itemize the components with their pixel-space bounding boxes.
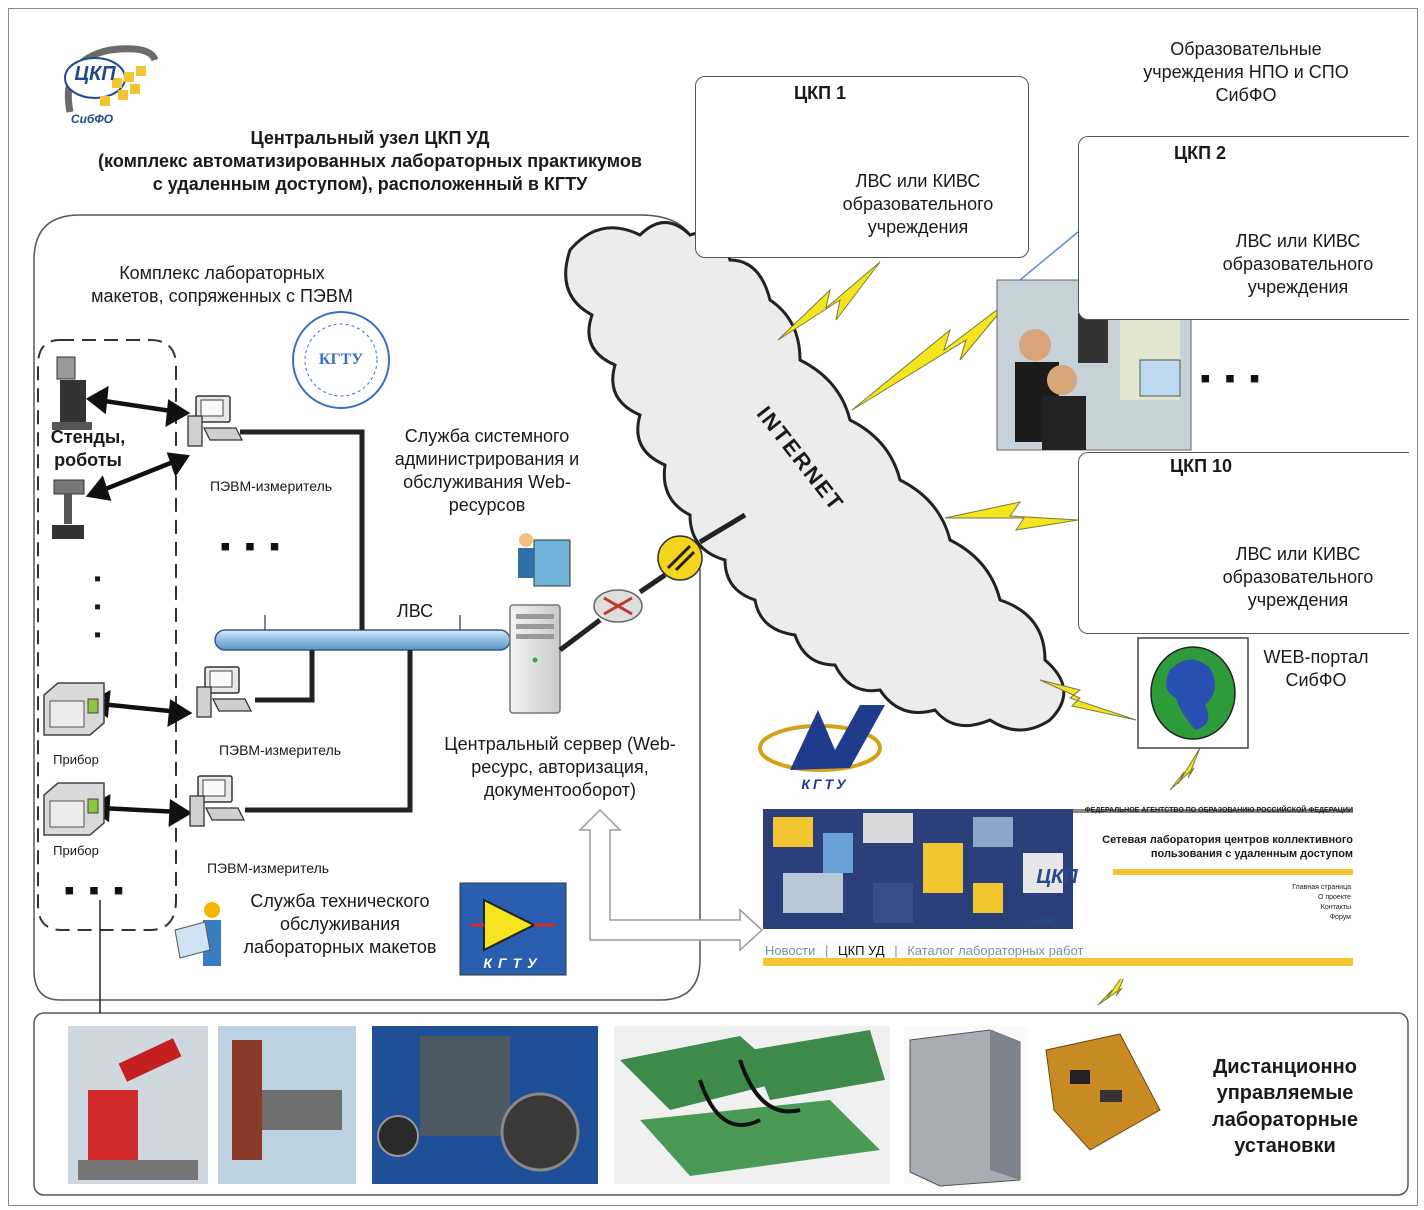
pc3-label: ПЭВМ-измеритель <box>206 860 330 876</box>
bottom-installations-container <box>33 1012 1409 1196</box>
drives-photo <box>372 1026 598 1184</box>
ckp10-desc: ЛВС или КИВС образовательного учреждения <box>1222 544 1374 611</box>
bottom-installations-label: Дистанционно управляемые лабораторные ус… <box>1212 1056 1358 1158</box>
pc2-label: ПЭВМ-измеритель <box>218 742 342 758</box>
portal-banner-title: Сетевая лаборатория центров коллективног… <box>1102 834 1353 861</box>
cnc-machine-photo <box>218 1026 356 1184</box>
devices-ellipsis: ▪▪▪ <box>64 874 138 907</box>
portal-nav-catalog[interactable]: Каталог лабораторных работ <box>907 943 1084 958</box>
ckp-logo-text: ЦКП <box>74 63 116 85</box>
device1-label: Прибор <box>53 752 99 767</box>
lan-link-pc1 <box>240 429 365 630</box>
stand-machine-icon <box>52 356 92 430</box>
robot-photo <box>68 1026 208 1184</box>
lan-link-pc2 <box>255 650 315 703</box>
ckp1-desc: ЛВС или КИВС образовательного учреждения <box>842 171 994 238</box>
portal-nav: Новости | ЦКП УД | Каталог лабораторных … <box>765 943 1084 958</box>
lan-link-pc3 <box>245 650 413 813</box>
kgtu-seal-text: КГТУ <box>318 351 364 368</box>
ckp2-desc: ЛВС или КИВС образовательного учреждения <box>1222 231 1374 298</box>
portal-menu-contacts[interactable]: Контакты <box>1320 904 1351 912</box>
pc1-label: ПЭВМ-измеритель <box>210 478 333 494</box>
cabinet-photo <box>904 1026 1028 1187</box>
web-portal-banner: ФЕДЕРАЛЬНОЕ АГЕНТСТВО ПО ОБРАЗОВАНИЮ РОС… <box>763 803 1353 979</box>
ckp2-title: ЦКП 2 <box>1173 143 1227 163</box>
lan-label: ЛВС <box>396 601 434 621</box>
boards-photo <box>614 1026 890 1184</box>
web-portal-label: WEB-портал СибФО <box>1263 647 1369 691</box>
stands-dashed-group <box>37 339 177 931</box>
ckp1-box <box>695 76 1029 258</box>
portal-nav-ckp[interactable]: ЦКП УД <box>837 943 885 958</box>
sysadmin-label: Служба системного администрирования и об… <box>394 426 580 516</box>
institutions-header: Образовательные учреждения НПО и СПО Сиб… <box>1143 39 1349 106</box>
server-label: Центральный сервер (Web- ресурс, авториз… <box>444 734 676 801</box>
lab-complex-title: Комплекс лабораторных макетов, сопряженн… <box>91 263 353 307</box>
portal-banner-top: ФЕДЕРАЛЬНОЕ АГЕНТСТВО ПО ОБРАЗОВАНИЮ РОС… <box>1084 807 1353 814</box>
pc-ellipsis: ▪▪▪ <box>220 530 294 563</box>
diagram-frame <box>8 8 1418 1206</box>
portal-nav-news[interactable]: Новости <box>765 943 816 958</box>
ckp-logo <box>64 45 159 113</box>
router-icon <box>593 589 643 623</box>
ckp1-title: ЦКП 1 <box>793 83 847 103</box>
tech-person-icon <box>174 902 221 966</box>
portal-menu-forum[interactable]: Форум <box>1329 914 1351 922</box>
robot-icon <box>52 479 85 539</box>
ckp10-title: ЦКП 10 <box>1169 456 1233 476</box>
portal-arrow <box>578 808 764 952</box>
circuit-photo <box>1045 1033 1161 1151</box>
ckp2-box <box>1078 136 1409 320</box>
ml-logo-text: КГТУ <box>801 776 849 792</box>
kgtu-blue-logo <box>459 882 567 976</box>
lan-bus <box>214 629 511 651</box>
ckp-logo-sub: СибФО <box>70 112 114 126</box>
tech-service-label: Служба технического обслуживания лаборат… <box>243 891 437 958</box>
device2-label: Прибор <box>53 843 99 858</box>
portal-ckp-logo: ЦКП <box>1036 866 1078 888</box>
ml-logo <box>758 705 885 772</box>
ckp10-box <box>1078 452 1409 634</box>
firewall-icon <box>657 535 703 581</box>
globe-icon <box>1150 646 1236 740</box>
stands-vertical-dots: ▪▪▪ <box>94 568 102 646</box>
portal-menu: Главная страница О проекте Контакты Фору… <box>1243 883 1351 924</box>
kgtu-seal-logo <box>292 311 390 409</box>
central-node-title: Центральный узел ЦКП УД (комплекс автома… <box>98 128 642 195</box>
kgtu-blue-text: КГТУ <box>483 955 543 971</box>
portal-menu-home[interactable]: Главная страница <box>1292 884 1351 891</box>
portal-menu-about[interactable]: О проекте <box>1317 894 1351 902</box>
stands-label: Стенды, роботы <box>50 427 126 471</box>
portal-ckp-logo-sub: СибФО <box>1019 916 1059 928</box>
internet-cloud <box>564 221 1066 732</box>
ckp-ellipsis: ▪▪▪ <box>1200 362 1274 395</box>
central-server-icon <box>509 604 561 714</box>
sysadmin-person-icon <box>518 533 571 587</box>
